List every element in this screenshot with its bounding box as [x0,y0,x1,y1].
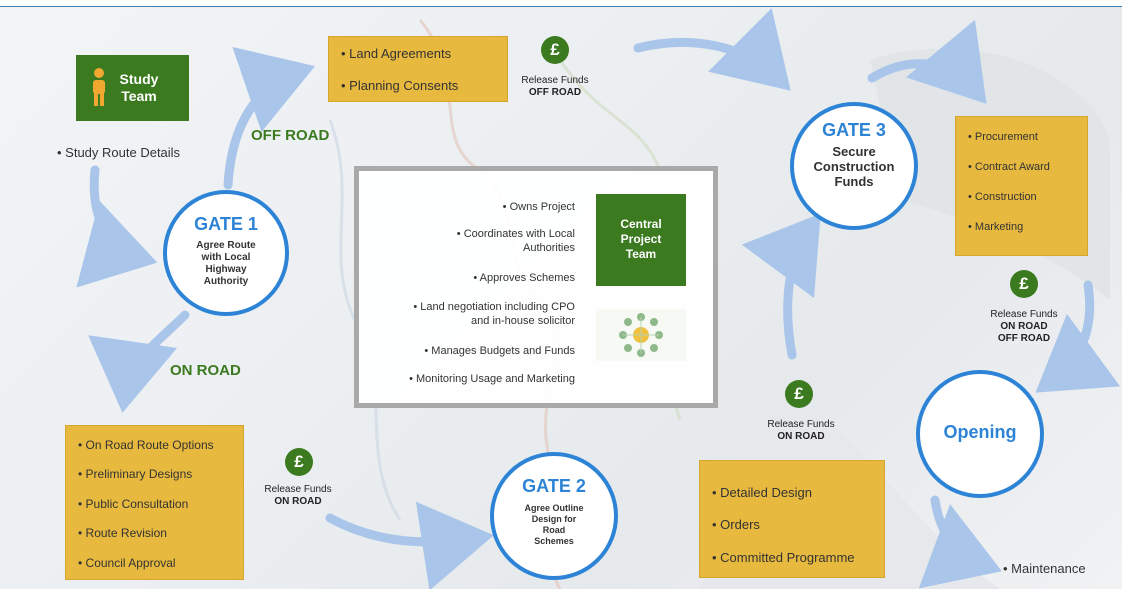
list-item: Route Revision [78,526,167,540]
study-route-details: • Study Route Details [57,145,181,160]
gate-2-sub: Schemes [534,536,574,546]
panel-item: • Coordinates with Local [456,228,575,240]
gate-2-title: GATE 2 [522,476,586,496]
gate-3-sub: Construction [813,159,895,174]
gate-2-sub: Road [542,525,566,535]
release-funds-off-road: Release Funds OFF ROAD [500,75,610,99]
release-funds-type: ON ROAD [1000,321,1048,332]
list-item: Marketing [968,221,1023,233]
gate-3-sub: Secure [832,144,876,159]
opening-title: Opening [943,422,1017,442]
central-team-title: Team [625,247,657,261]
release-funds-text: Release Funds [767,419,835,430]
gate-2-circle: GATE 2 Agree Outline Design for Road Sch… [490,452,618,580]
list-item: Construction [968,191,1037,203]
arrow-offroad-to-gate3 [633,8,791,91]
release-funds-on-road-right: Release Funds ON ROAD [746,419,856,443]
design-tasks-box: Detailed Design Orders Committed Program… [699,460,885,578]
panel-item: Authorities [523,242,575,254]
panel-item: • Approves Schemes [473,272,575,284]
pound-icon: £ [541,36,569,64]
study-team-label-2: Team [121,88,157,104]
gate-3-sub: Funds [834,174,874,189]
study-team-label-1: Study [119,71,159,87]
release-funds-text: Release Funds [264,484,332,495]
list-item: Detailed Design [712,485,812,500]
release-funds-type: ON ROAD [777,431,825,442]
arrow-gate1-to-onroad [88,310,190,413]
arrow-opening-to-maintenance [918,495,1002,589]
panel-item: • Owns Project [502,201,575,213]
arrow-design-to-gate3 [741,213,821,360]
release-funds-type: OFF ROAD [528,87,582,98]
panel-item: • Monitoring Usage and Marketing [409,373,575,385]
release-funds-on-road-left: Release Funds ON ROAD [243,484,353,508]
gate-3-circle: GATE 3 Secure Construction Funds [790,102,918,230]
list-item: Procurement [968,131,1038,143]
gate-1-sub: Agree Route [196,240,256,251]
arrow-gate1-to-offroad [223,46,316,190]
release-funds-type: OFF ROAD [997,333,1051,344]
gate-1-title: GATE 1 [194,214,258,234]
gate-3-title: GATE 3 [822,120,886,140]
on-road-tasks-box: On Road Route Options Preliminary Design… [65,425,244,580]
release-funds-text: Release Funds [521,75,589,86]
central-team-title: Project [620,232,662,246]
panel-item: • Manages Budgets and Funds [424,345,575,357]
gate-1-sub: Highway [205,264,247,275]
person-icon [93,68,105,106]
list-item: Planning Consents [341,78,458,93]
list-item: Orders [712,517,760,532]
gate-1-circle: GATE 1 Agree Route with Local Highway Au… [163,190,289,316]
gate-1-sub: Authority [203,276,249,287]
network-logo-icon [596,309,686,361]
release-funds-on-off-road: Release Funds ON ROAD OFF ROAD [969,309,1079,345]
list-item: Public Consultation [78,497,189,511]
list-item: Land Agreements [341,46,451,61]
list-item: On Road Route Options [78,438,214,452]
pound-icon: £ [785,380,813,408]
gate-2-sub: Design for [531,514,577,524]
gate-1-sub: with Local [201,252,251,263]
list-item: Contract Award [968,161,1050,173]
central-project-team-box: Central Project Team [596,194,686,286]
release-funds-text: Release Funds [990,309,1058,320]
construction-tasks-box: Procurement Contract Award Construction … [955,116,1088,256]
arrow-gate3-to-procurement [867,19,987,104]
pound-icon: £ [1010,270,1038,298]
panel-item: • Land negotiation including CPO [413,301,575,313]
arrow-onroad-to-gate2 [325,501,494,589]
central-team-title: Central [620,217,662,231]
panel-item: and in-house solicitor [471,315,575,327]
study-team-box: Study Team [76,55,189,121]
list-item: Preliminary Designs [78,467,193,481]
off-road-tasks-box: Land Agreements Planning Consents [328,36,508,102]
off-road-label: OFF ROAD [251,127,330,144]
maintenance-label: • Maintenance [1003,561,1086,576]
arrow-procurement-to-opening [1035,280,1121,393]
arrow-study-to-gate1 [76,165,158,288]
gate-2-sub: Agree Outline [524,503,584,513]
top-border [0,0,1122,7]
list-item: Council Approval [78,556,176,570]
pound-icon: £ [285,448,313,476]
central-project-team-panel: • Owns Project • Coordinates with Local … [354,166,718,408]
on-road-label: ON ROAD [170,362,241,379]
release-funds-type: ON ROAD [274,496,322,507]
opening-circle: Opening [916,370,1044,498]
list-item: Committed Programme [712,550,854,565]
